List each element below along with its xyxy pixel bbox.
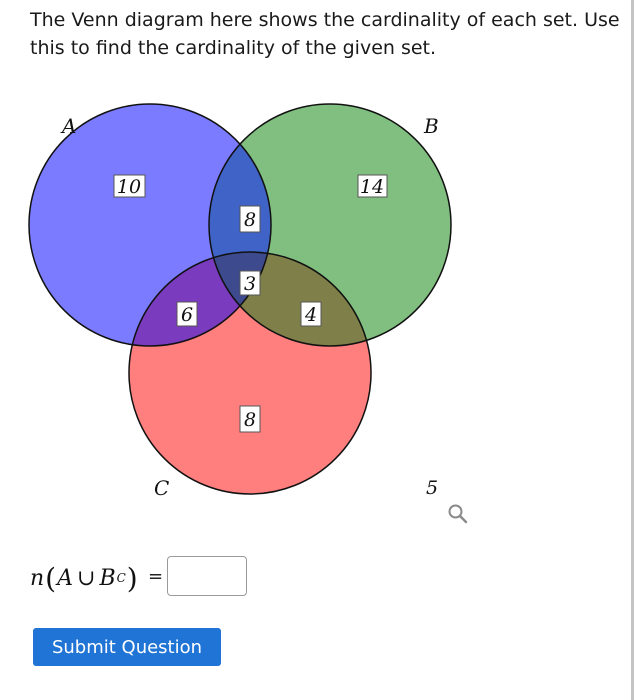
region-a-b-c-value: 3	[244, 273, 256, 295]
a-only-box	[113, 174, 146, 198]
c-only-box	[239, 405, 261, 433]
expression-set-b: B	[99, 565, 116, 591]
set-a-outline	[28, 103, 272, 347]
ac-only-box	[176, 301, 198, 327]
region-b-only-value: 14	[360, 176, 384, 198]
ab-only-box	[239, 205, 261, 233]
region-c-only-value: 8	[244, 409, 256, 431]
set-b-outline	[208, 103, 452, 347]
abc-box	[239, 270, 261, 296]
region-a-c-only-value: 6	[181, 304, 193, 326]
bc-only-box	[300, 301, 322, 327]
union-symbol: ∪	[77, 565, 96, 591]
set-a-label: A	[60, 114, 76, 138]
equals-sign: =	[148, 566, 164, 587]
region-a-only-value: 10	[117, 176, 141, 198]
b-only-box	[357, 174, 388, 198]
outside-value: 5	[426, 477, 438, 499]
page-right-border	[631, 0, 634, 700]
magnifier-icon[interactable]	[446, 502, 470, 526]
set-c-label: C	[154, 476, 169, 500]
set-expression: n ( A ∪ B C )	[30, 558, 139, 598]
region-b-c-only-value: 4	[304, 304, 317, 326]
cardinality-symbol: n	[30, 565, 45, 591]
region-a-b-only-value: 8	[244, 209, 256, 231]
close-paren: )	[126, 561, 138, 595]
submit-question-button[interactable]: Submit Question	[33, 628, 221, 666]
expression-set-a: A	[57, 565, 73, 591]
set-b-label: B	[423, 114, 439, 138]
open-paren: (	[45, 561, 57, 595]
set-c-outline	[128, 251, 372, 495]
question-text: The Venn diagram here shows the cardinal…	[30, 9, 620, 59]
complement-superscript: C	[116, 571, 126, 585]
answer-input[interactable]	[167, 556, 247, 596]
